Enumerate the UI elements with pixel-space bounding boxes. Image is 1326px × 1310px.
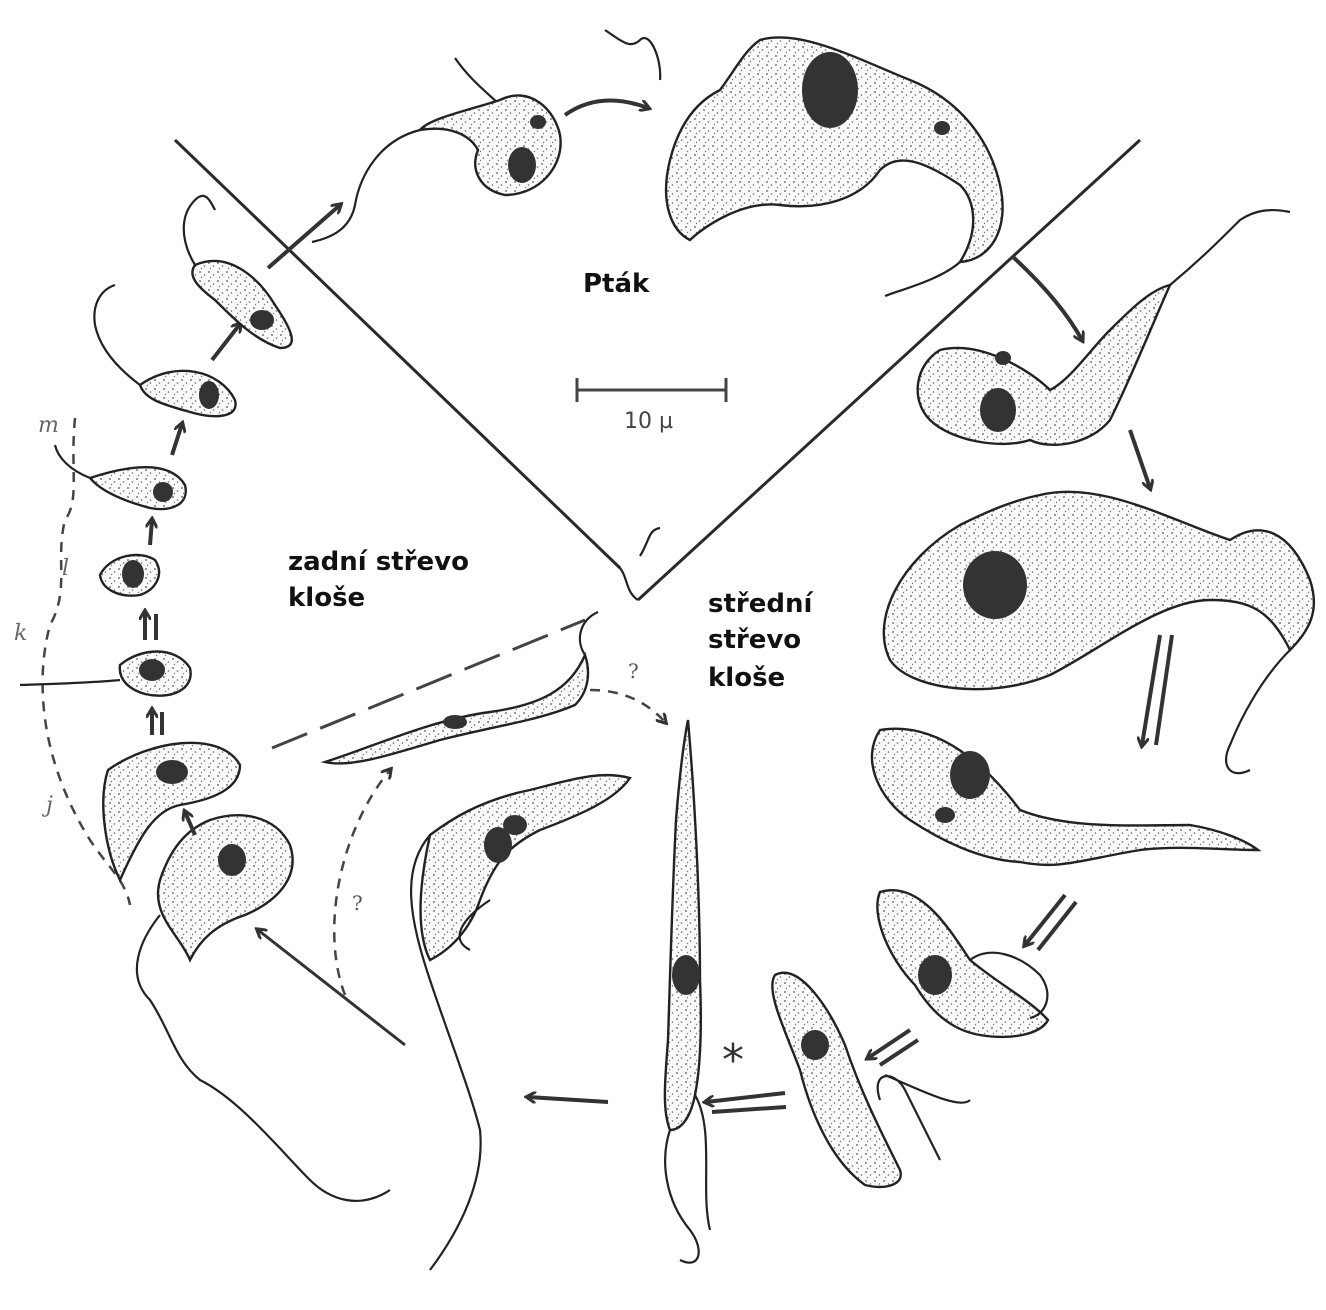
arrow-midgut-1 xyxy=(1012,256,1082,340)
label-bird: Pták xyxy=(583,269,650,299)
asterisk-mark: * xyxy=(722,1035,744,1086)
letter-m: m xyxy=(38,413,59,438)
hindgut-form-k xyxy=(20,652,191,696)
midgut-long-form xyxy=(665,720,710,1263)
label-midgut-line1: střední xyxy=(708,589,814,619)
label-midgut-line3: kloše xyxy=(708,663,785,693)
hindgut-form-bottom-center xyxy=(411,775,630,1270)
arrow-hindgut-up-5 xyxy=(172,424,182,455)
arrow-hindgut-up-4 xyxy=(150,520,152,545)
arrow-midgut-5a xyxy=(868,1030,910,1058)
arrow-midgut-4a xyxy=(1025,895,1065,945)
bird-form-2 xyxy=(605,30,1003,296)
hindgut-form-junction xyxy=(325,612,598,763)
dashed-arrow-upper xyxy=(590,690,665,722)
arrow-hindgut-up-6 xyxy=(212,324,240,360)
question-mark-lower: ? xyxy=(352,891,363,915)
bird-form-1 xyxy=(312,58,561,242)
scale-bar-label: 10 µ xyxy=(624,409,673,434)
midgut-form-2 xyxy=(884,492,1314,773)
junction-flagellum xyxy=(618,528,660,600)
label-hindgut-line2: kloše xyxy=(288,583,365,613)
hindgut-form-l xyxy=(100,555,159,596)
letter-j: j xyxy=(41,793,53,818)
hindgut-form-large-bottom xyxy=(137,815,390,1201)
arrow-midgut-5b xyxy=(880,1040,918,1065)
arrow-midgut-6a xyxy=(706,1093,785,1102)
divider-bird-hindgut xyxy=(175,140,620,568)
label-midgut-line2: střevo xyxy=(708,625,801,655)
arrow-bird-1 xyxy=(565,100,648,115)
scale-bar: 10 µ xyxy=(577,378,726,434)
arrow-midgut-6b xyxy=(712,1107,786,1112)
arrow-diagonal-lower xyxy=(258,930,405,1045)
arrow-midgut-2 xyxy=(1130,430,1150,488)
label-hindgut-line1: zadní střevo xyxy=(288,547,469,577)
arrow-midgut-4b xyxy=(1038,902,1076,950)
arrow-to-hindgut-bottom xyxy=(528,1097,608,1102)
midgut-form-4 xyxy=(877,890,1048,1037)
letter-k: k xyxy=(14,621,27,646)
hindgut-form-upper-1 xyxy=(94,285,235,416)
question-mark-upper: ? xyxy=(628,659,639,683)
dashed-arrow-lower xyxy=(334,770,390,995)
letter-l: l xyxy=(62,556,69,581)
midgut-form-3 xyxy=(872,729,1258,865)
